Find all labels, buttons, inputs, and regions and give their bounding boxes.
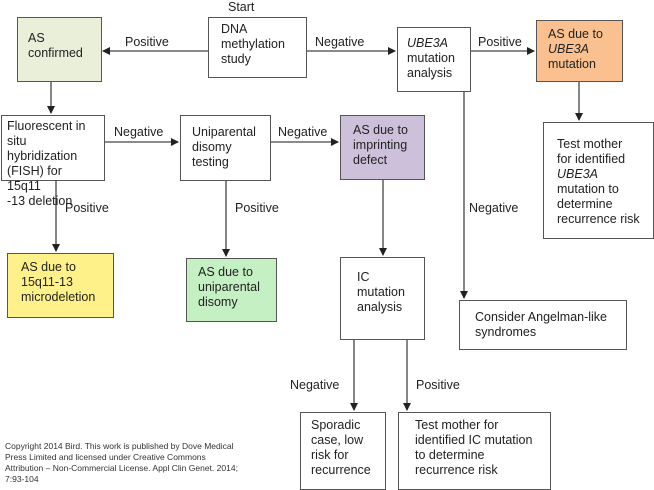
angelman-like-node: Consider Angelman-like syndromes [459, 300, 627, 350]
node-line: to determine [415, 448, 485, 462]
node-line: AS due to [21, 260, 76, 274]
as-ube3a-mutation-node: AS due to UBE3A mutation [536, 20, 623, 82]
node-line: Test mother for [415, 418, 499, 432]
edge-label-dna-negative: Negative [315, 35, 365, 49]
node-line: UBE3A [548, 42, 589, 56]
node-line: study [221, 52, 251, 66]
node-line: defect [353, 153, 388, 167]
node-line: AS due to [548, 27, 603, 41]
edge-label-fish-positive: Positive [65, 201, 109, 215]
ic-mutation-analysis-node: IC mutation analysis [340, 257, 425, 340]
node-line: mutation [357, 285, 405, 299]
node-line: 15q11-13 [21, 275, 73, 289]
edge-label-fish-negative: Negative [114, 125, 164, 139]
node-line: mutation [407, 51, 455, 65]
node-line: uniparental [198, 280, 260, 294]
node-line: situ hybridization [7, 134, 78, 163]
node-line: analysis [357, 300, 403, 314]
edge-label-upd-negative: Negative [278, 125, 328, 139]
node-line: risk for [311, 448, 349, 462]
node-line: recurrence risk [557, 212, 640, 226]
ube3a-mutation-analysis-node: UBE3A mutation analysis [397, 27, 471, 92]
node-line: microdeletion [21, 290, 96, 304]
node-line: methylation [221, 37, 285, 51]
edge-label-ube3a-positive: Positive [478, 35, 522, 49]
edge-label-ube3a-negative: Negative [469, 201, 519, 215]
node-line: for identified [557, 152, 626, 166]
node-line: imprinting [353, 138, 408, 152]
node-line: disomy [192, 140, 232, 154]
test-mother-ic-node: Test mother for identified IC mutation t… [398, 412, 551, 490]
node-line: recurrence risk [415, 463, 498, 477]
as-imprinting-defect-node: AS due to imprinting defect [340, 115, 425, 180]
node-line: case, low [311, 433, 364, 447]
as-uniparental-disomy-node: AS due to uniparental disomy [186, 258, 277, 322]
node-line: UBE3A [557, 167, 598, 181]
test-mother-ube3a-node: Test mother for identified UBE3A mutatio… [543, 122, 654, 239]
node-line: recurrence [311, 463, 371, 477]
sporadic-case-node: Sporadic case, low risk for recurrence [300, 412, 386, 490]
edge-label-upd-positive: Positive [235, 201, 279, 215]
edge-label-ic-positive: Positive [416, 378, 460, 392]
node-line: AS due to [198, 265, 253, 279]
node-line: syndromes [475, 325, 537, 339]
uniparental-disomy-testing-node: Uniparental disomy testing [180, 115, 271, 181]
node-line: mutation [548, 57, 596, 71]
node-line: Sporadic [311, 418, 361, 432]
node-line: mutation to [557, 182, 619, 196]
node-line: disomy [198, 295, 238, 309]
edge-label-dna-positive: Positive [125, 35, 169, 49]
node-line: Test mother [557, 137, 623, 151]
node-line: analysis [407, 66, 453, 80]
node-line: determine [557, 197, 613, 211]
node-line: UBE3A [407, 36, 448, 50]
node-line: AS due to [353, 123, 408, 137]
node-line: AS [28, 31, 45, 45]
fish-node: Fluorescent in situ hybridization (FISH)… [1, 115, 105, 208]
copyright-notice: Copyright 2014 Bird. This work is publis… [5, 441, 238, 484]
node-line: Uniparental [192, 125, 256, 139]
dna-methylation-node: DNA methylation study [208, 17, 307, 78]
node-line: DNA [221, 22, 248, 36]
start-label: Start [228, 0, 255, 14]
node-line: Fluorescent in [7, 119, 86, 133]
as-microdeletion-node: AS due to 15q11-13 microdeletion [7, 253, 114, 318]
node-line: -13 deletion [7, 194, 73, 208]
node-line: confirmed [28, 46, 83, 60]
edge-label-ic-negative: Negative [290, 378, 340, 392]
node-line: IC [357, 270, 370, 284]
node-line: (FISH) for 15q11 [7, 164, 62, 193]
node-line: identified IC mutation [415, 433, 533, 447]
node-line: Consider Angelman-like [475, 310, 608, 324]
node-line: testing [192, 155, 229, 169]
as-confirmed-node: AS confirmed [17, 17, 102, 82]
